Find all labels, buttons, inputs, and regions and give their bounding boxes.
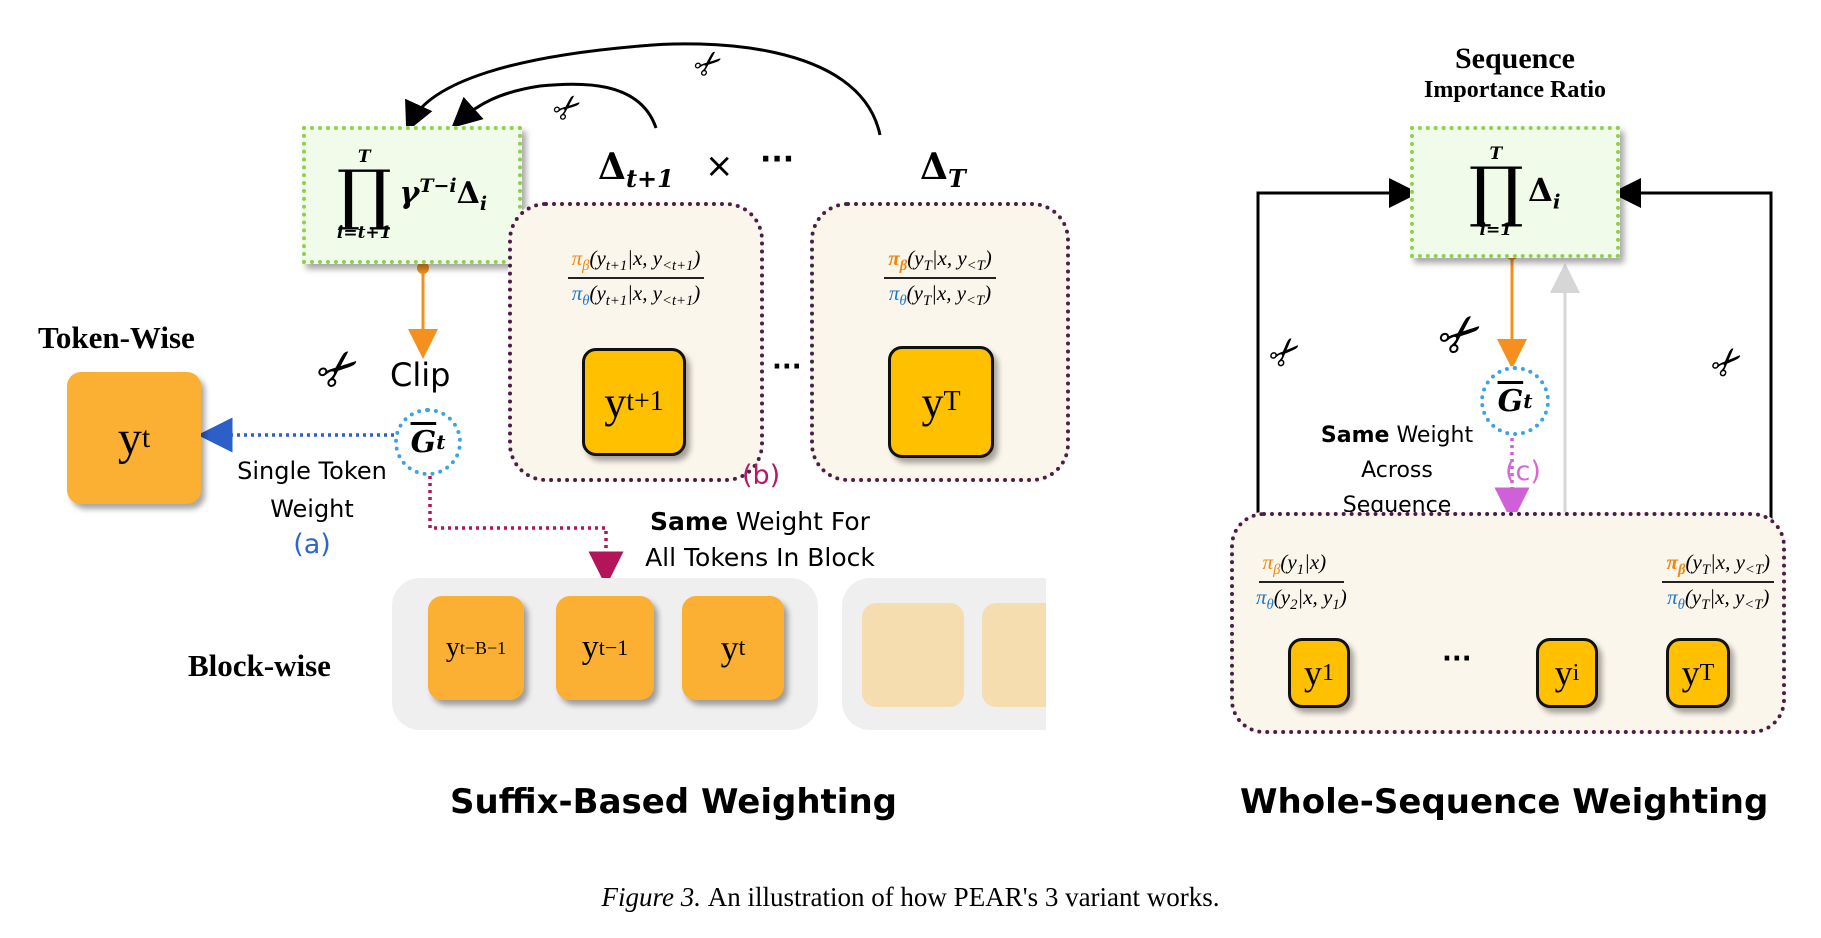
product-lower-limit: i=t+1 <box>336 223 392 243</box>
block-token-placeholder <box>862 603 964 707</box>
clip-label: Clip <box>390 356 451 394</box>
token-wise-title: Token-Wise <box>38 320 195 355</box>
product-term: Δi <box>1528 170 1561 214</box>
block-note: Same Weight For All Tokens In Block <box>645 507 875 572</box>
suffix-product-box: T ∏ i=t+1 γT−iΔi <box>302 126 522 264</box>
magenta-dotted-arrow <box>428 462 624 587</box>
product-lower-limit: i=1 <box>1479 220 1513 240</box>
caption-text: An illustration of how PEAR's 3 variant … <box>707 882 1220 912</box>
tag-a: (a) <box>293 529 331 560</box>
product-symbol: ∏ <box>1468 153 1524 230</box>
whole-panel-title: Whole-Sequence Weighting <box>1240 782 1769 822</box>
block-token-placeholder <box>982 603 1046 707</box>
sequence-note: Same Weight Across Sequence <box>1320 423 1474 518</box>
delta-last-label: ΔT <box>920 146 966 194</box>
figure-caption: Figure 3. An illustration of how PEAR's … <box>0 882 1821 913</box>
single-token-note: Single Token Weight (a) <box>222 452 402 562</box>
sequence-ratio-header: Sequence Importance Ratio <box>1424 42 1606 103</box>
delta-first-label: Δt+1 <box>598 146 674 194</box>
times-symbol: × <box>705 146 734 186</box>
right-feedback-line <box>1611 178 1773 546</box>
product-symbol: ∏ <box>336 156 392 233</box>
tag-c: (c) <box>1505 456 1541 487</box>
ratio-last: πβ(yT|x, y<T) πθ(yT|x, y<T) <box>1662 550 1774 614</box>
ratio-fraction: πβ(yt+1|x, y<t+1) πθ(yt+1|x, y<t+1) <box>512 246 760 310</box>
ratio-first: πβ(y1|x) πθ(y2|x, y1) <box>1256 550 1347 614</box>
whole-product-box: T ∏ i=1 Δi <box>1410 126 1620 258</box>
tag-b: (b) <box>742 460 781 491</box>
ratio-fraction: πβ(yT|x, y<T) πθ(yT|x, y<T) <box>814 246 1066 310</box>
caption-label: Figure 3. <box>601 882 701 912</box>
sequence-container: πβ(y1|x) πθ(y2|x, y1) πβ(yT|x, y<T) πθ(y… <box>1230 512 1786 734</box>
block-group-clip <box>1046 574 1086 734</box>
product-upper-limit: T <box>357 147 371 167</box>
left-feedback-line <box>1256 178 1419 555</box>
feedback-arrow-inner <box>451 82 658 129</box>
product-term: γT−iΔi <box>399 175 488 215</box>
block-wise-title: Block-wise <box>188 648 331 683</box>
product-upper-limit: T <box>1489 144 1503 164</box>
sequence-ellipsis: ··· <box>1442 644 1472 674</box>
ellipsis: ··· <box>760 142 795 177</box>
blocks-ellipsis: ··· <box>772 352 802 382</box>
feedback-arrow-outer <box>405 42 882 136</box>
suffix-panel-title: Suffix-Based Weighting <box>450 782 897 822</box>
